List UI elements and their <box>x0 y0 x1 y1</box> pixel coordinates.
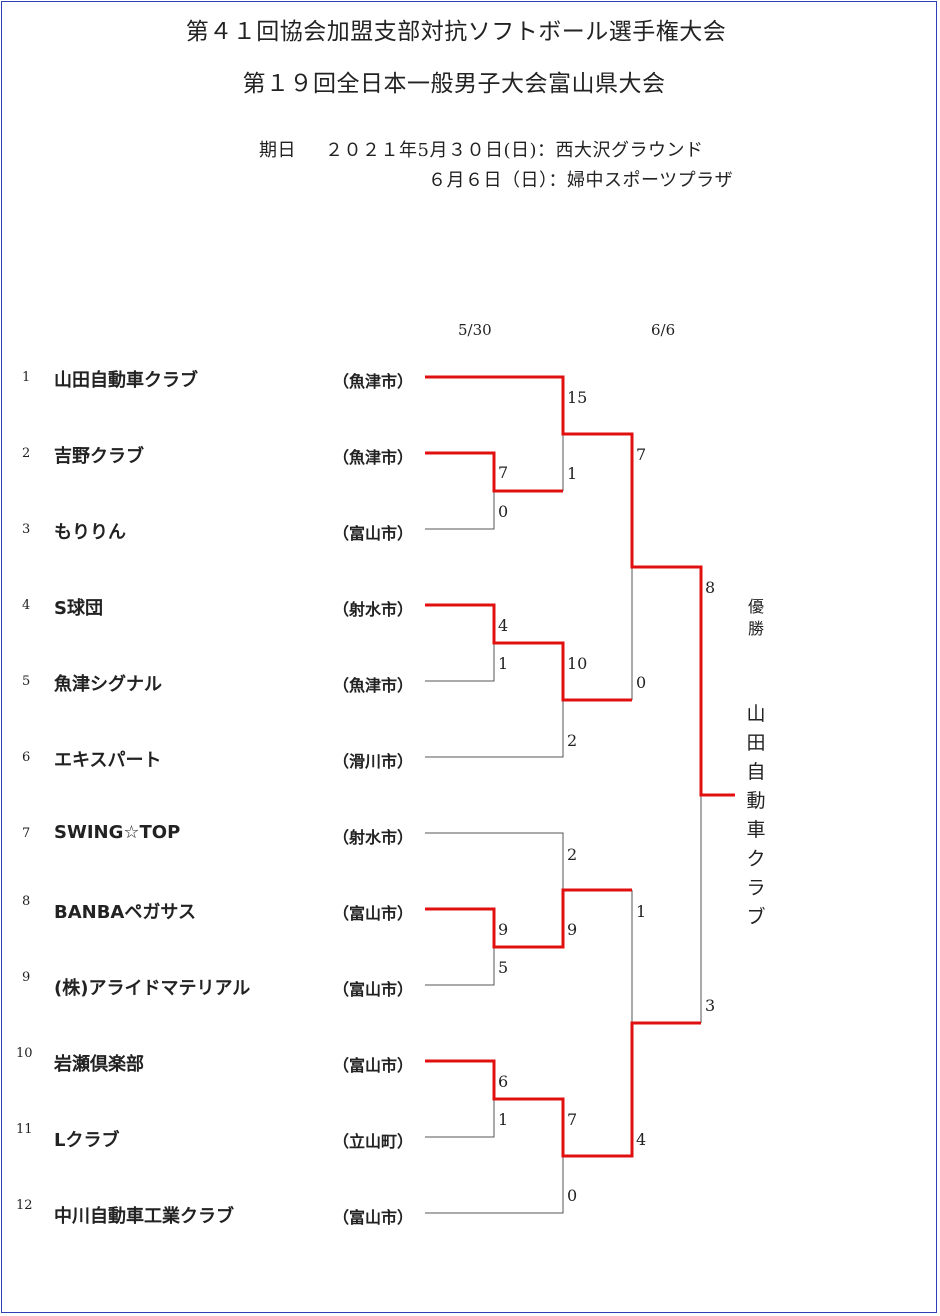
score-final: 3 <box>705 996 716 1015</box>
team-city: （富山市） <box>333 1056 414 1075</box>
team-name: エキスパート <box>54 750 162 771</box>
seed-number: 5 <box>22 674 31 689</box>
score-r2: 1 <box>567 464 578 483</box>
score-r1: 6 <box>498 1072 509 1091</box>
seed-number: 1 <box>22 370 31 385</box>
date-line-2: ６月６日（日）：婦中スポーツプラザ <box>428 170 734 191</box>
seed-number: 9 <box>22 970 31 985</box>
score-r2: 15 <box>567 388 588 407</box>
seed-number: 3 <box>22 522 31 537</box>
score-r1: 0 <box>498 502 509 521</box>
seed-number: 6 <box>22 750 31 765</box>
team-name: 魚津シグナル <box>54 674 162 695</box>
winner-name-char: 動 <box>746 790 766 812</box>
team-city: （射水市） <box>333 600 414 619</box>
team-city: （滑川市） <box>333 752 414 771</box>
score-sf: 1 <box>636 902 647 921</box>
team-city: （射水市） <box>333 828 414 847</box>
team-name: 山田自動車クラブ <box>54 370 198 391</box>
team-city: （魚津市） <box>333 676 414 695</box>
winning-lines <box>425 375 735 1158</box>
score-r1: 9 <box>498 920 509 939</box>
winner-label-char: 優 <box>747 597 764 616</box>
losing-lines <box>425 434 702 1214</box>
title-line-1: 第４１回協会加盟支部対抗ソフトボール選手権大会 <box>185 19 727 45</box>
winner-name: 山 田 自 動 車 ク ラ ブ <box>744 700 768 932</box>
team-name: 中川自動車工業クラブ <box>54 1206 234 1227</box>
title-line-2: 第１９回全日本一般男子大会富山県大会 <box>242 71 666 97</box>
winner-name-char: ク <box>746 848 766 870</box>
team-name: BANBAペガサス <box>54 902 197 923</box>
team-city: （富山市） <box>333 904 414 923</box>
score-sf: 0 <box>636 673 647 692</box>
team-city: （立山町） <box>333 1132 414 1151</box>
score-r2: 7 <box>567 1110 578 1129</box>
team-name: Lクラブ <box>54 1130 120 1151</box>
team-name: S球団 <box>54 598 103 619</box>
seed-number: 12 <box>16 1198 33 1213</box>
score-r2: 9 <box>567 920 578 939</box>
team-city: （魚津市） <box>333 448 414 467</box>
score-sf: 7 <box>636 445 647 464</box>
score-sf: 4 <box>636 1130 647 1149</box>
seed-number: 4 <box>22 598 31 613</box>
score-r2: 2 <box>567 845 578 864</box>
score-r1: 4 <box>498 616 509 635</box>
score-r1: 5 <box>498 958 509 977</box>
seed-number: 7 <box>22 826 31 841</box>
team-name: 吉野クラブ <box>54 446 144 467</box>
winner-name-char: 山 <box>746 703 766 725</box>
winner-name-char: ラ <box>746 877 766 899</box>
score-r1: 1 <box>498 1110 509 1129</box>
winner-name-char: 田 <box>746 732 766 754</box>
date-line-1: ２０２１年5月３０日(日)：西大沢グラウンド <box>325 140 704 161</box>
round-label-1: 5/30 <box>458 321 492 339</box>
winner-label: 優 勝 <box>746 596 766 640</box>
team-name: もりりん <box>54 522 126 543</box>
team-name: (株)アライドマテリアル <box>54 978 251 999</box>
team-city: （富山市） <box>333 1208 414 1227</box>
score-final: 8 <box>705 578 716 597</box>
round-label-2: 6/6 <box>651 321 676 339</box>
winner-name-char: ブ <box>746 906 766 928</box>
winner-name-char: 自 <box>746 761 766 783</box>
team-city: （富山市） <box>333 980 414 999</box>
winner-name-char: 車 <box>746 819 766 841</box>
date-label: 期日 <box>259 140 296 161</box>
seed-number: 10 <box>16 1046 33 1061</box>
score-r2: 2 <box>567 731 578 750</box>
team-name: 岩瀬倶楽部 <box>54 1054 144 1075</box>
score-r1: 1 <box>498 654 509 673</box>
score-r2: 10 <box>567 654 588 673</box>
team-city: （魚津市） <box>333 372 414 391</box>
team-city: （富山市） <box>333 524 414 543</box>
seed-number: 11 <box>16 1122 33 1137</box>
team-name: SWING☆TOP <box>54 822 181 843</box>
winner-label-char: 勝 <box>747 619 764 638</box>
score-r2: 0 <box>567 1186 578 1205</box>
seed-number: 2 <box>22 446 31 461</box>
score-r1: 7 <box>498 463 509 482</box>
seed-number: 8 <box>22 894 31 909</box>
